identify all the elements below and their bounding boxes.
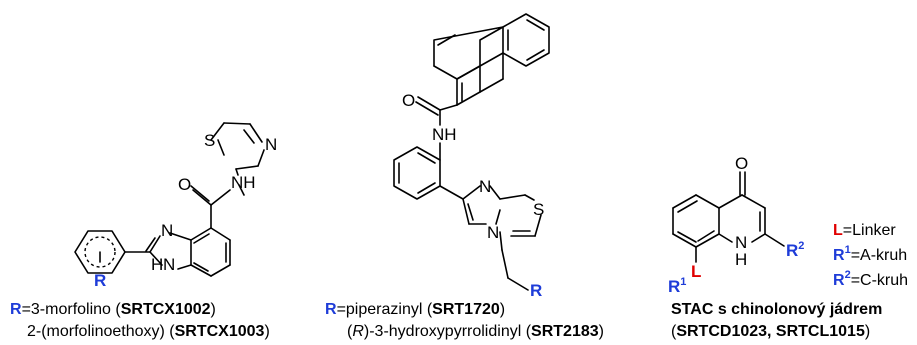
structure-2-bonds: [393, 13, 550, 291]
s1-caption-text2: 2-(morfolinoethoxy) (: [27, 323, 175, 340]
s3-caption-codes: SRTCD1023, SRTCL1015: [676, 323, 865, 340]
legend-linker: L=Linker: [833, 222, 896, 239]
s1-atom-h-imidazole: H: [151, 255, 163, 274]
s2-caption-close2: ): [599, 323, 604, 340]
s2-atom-n-bridge: N: [487, 223, 499, 242]
s1-atom-nh-imidazole: N: [163, 255, 175, 274]
s1-atom-n-thiazole: N: [265, 135, 277, 154]
s3-atom-r1-letter: R: [668, 277, 680, 296]
structure-3-atoms: O N H L R1 R2: [668, 154, 804, 296]
s3-atom-r2: R2: [786, 240, 804, 260]
structure-1-atoms: S N NH O N N H R: [94, 131, 277, 290]
s2-caption-open2: (: [347, 323, 353, 340]
structure-2-atoms: O NH N S N R: [402, 91, 544, 300]
s3-atom-o: O: [735, 154, 748, 173]
s2-atom-s: S: [533, 200, 544, 219]
s2-caption-text1: =piperazinyl (: [337, 301, 433, 318]
s1-atom-s: S: [204, 131, 215, 150]
s3-atom-r1-sup: 1: [680, 276, 686, 288]
s3-atom-r2-letter: R: [786, 241, 798, 260]
s2-caption-italic: R: [352, 323, 364, 340]
legend-linker-symbol: L: [833, 222, 843, 239]
s3-atom-linker: L: [691, 262, 701, 281]
s2-atom-n: N: [479, 177, 491, 196]
s1-caption-line1: R=3-morfolino (SRTCX1002): [10, 301, 216, 318]
structure-3-legend: L=Linker R1=A-kruh R2=C-kruh: [833, 222, 908, 289]
legend-r2-text: =C-kruh: [851, 272, 908, 289]
s1-caption-line2: 2-(morfolinoethoxy) (SRTCX1003): [27, 323, 270, 340]
s2-atom-nh: NH: [432, 125, 457, 144]
s3-caption-line2: (SRTCD1023, SRTCL1015): [671, 323, 870, 340]
s2-caption-line1: R=piperazinyl (SRT1720): [325, 301, 505, 318]
s3-atom-r1: R1: [668, 276, 686, 296]
legend-r2-sup: 2: [845, 269, 851, 281]
s1-atom-o: O: [178, 175, 191, 194]
legend-r1-symbol: R: [833, 247, 845, 264]
legend-r2-symbol: R: [833, 272, 845, 289]
s1-atom-n-imidazole: N: [161, 221, 173, 240]
s2-caption-r: R: [325, 301, 337, 318]
legend-r1-text: =A-kruh: [851, 247, 907, 264]
s1-caption-close2: ): [264, 323, 269, 340]
s2-caption-line2: (R)-3-hydroxypyrrolidinyl (SRT2183): [347, 323, 604, 340]
s1-caption-close1: ): [211, 301, 216, 318]
s2-caption-code1: SRT1720: [432, 301, 500, 318]
s2-atom-o: O: [402, 91, 415, 110]
s3-atom-n: N: [735, 233, 747, 252]
legend-r1: R1=A-kruh: [833, 244, 907, 264]
s3-caption-line1: STAC s chinolonový jádrem: [671, 301, 882, 318]
s1-caption-r: R: [10, 301, 22, 318]
legend-r1-sup: 1: [845, 244, 851, 256]
s2-caption-close1: ): [500, 301, 505, 318]
s1-caption-text1: =3-morfolino (: [22, 301, 122, 318]
s2-caption-text2: )-3-hydroxypyrrolidinyl (: [364, 323, 532, 340]
s2-caption-code2: SRT2183: [531, 323, 599, 340]
s3-caption-close: ): [865, 323, 870, 340]
legend-linker-text: =Linker: [843, 222, 897, 239]
s1-caption-code1: SRTCX1002: [121, 301, 211, 318]
s1-atom-r: R: [94, 271, 106, 290]
s3-caption-open: (: [671, 323, 677, 340]
s1-atom-nh-amide: NH: [231, 173, 256, 192]
s2-atom-r: R: [530, 281, 542, 300]
s3-atom-h: H: [735, 250, 747, 269]
structure-1-bonds: [74, 122, 265, 277]
s3-atom-r2-sup: 2: [798, 240, 804, 252]
legend-r2: R2=C-kruh: [833, 269, 908, 289]
structure-3-bonds: [672, 171, 785, 263]
s1-caption-code2: SRTCX1003: [175, 323, 265, 340]
